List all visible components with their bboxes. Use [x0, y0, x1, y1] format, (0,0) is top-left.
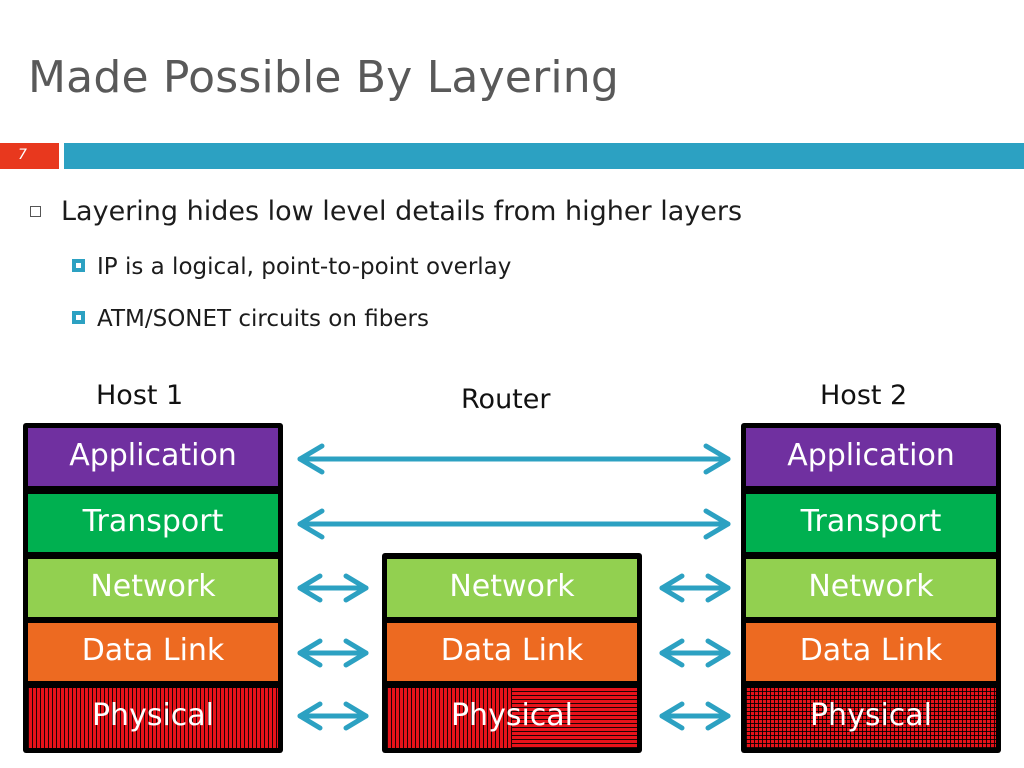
- host1-layer-physical-label: Physical: [91, 698, 215, 733]
- host2-layer-application: Application: [746, 428, 996, 486]
- host2-layer-transport-label: Transport: [800, 504, 942, 539]
- host1-layer-transport: Transport: [28, 494, 278, 552]
- arrow-application-host1-host2: [297, 443, 731, 475]
- router-label: Router: [461, 384, 551, 415]
- host1-layer-physical: Physical: [28, 688, 278, 748]
- arrow-datalink-host1-router: [297, 638, 369, 668]
- filled-square-bullet-icon: [72, 311, 85, 324]
- host1-layer-application: Application: [28, 428, 278, 486]
- host2-layer-datalink: Data Link: [746, 623, 996, 681]
- arrow-network-router-host2: [659, 573, 731, 603]
- slide-number: 7: [0, 143, 59, 169]
- host2-layer-network: Network: [746, 559, 996, 617]
- host2-layer-datalink-label: Data Link: [799, 633, 943, 668]
- arrow-network-host1-router: [297, 573, 369, 603]
- router-layer-network: Network: [387, 559, 637, 617]
- host1-layer-datalink: Data Link: [28, 623, 278, 681]
- router-layer-datalink: Data Link: [387, 623, 637, 681]
- host2-layer-application-label: Application: [787, 438, 955, 473]
- host1-layer-network-label: Network: [90, 569, 216, 604]
- host1-layer-transport-label: Transport: [82, 504, 224, 539]
- bullet-main: Layering hides low level details from hi…: [30, 196, 742, 227]
- router-layer-datalink-label: Data Link: [440, 633, 584, 668]
- host2-stack: Application Transport Network Data Link …: [741, 423, 1001, 753]
- host2-layer-physical-label: Physical: [809, 698, 933, 733]
- arrow-datalink-router-host2: [659, 638, 731, 668]
- router-layer-physical: Physical: [387, 688, 637, 748]
- bullet-sub-1-text: IP is a logical, point-to-point overlay: [97, 254, 512, 280]
- arrow-physical-host1-router: [297, 701, 369, 731]
- bullet-sub-2-text: ATM/SONET circuits on fibers: [97, 306, 429, 332]
- arrow-transport-host1-host2: [297, 508, 731, 540]
- host1-label: Host 1: [96, 380, 184, 411]
- host2-layer-physical: Physical: [746, 688, 996, 748]
- host1-layer-network: Network: [28, 559, 278, 617]
- router-stack: Network Data Link Physical: [382, 553, 642, 753]
- host2-layer-transport: Transport: [746, 494, 996, 552]
- host2-layer-network-label: Network: [808, 569, 934, 604]
- title-accent-bar: [64, 143, 1024, 169]
- arrow-physical-router-host2: [659, 701, 731, 731]
- router-layer-network-label: Network: [449, 569, 575, 604]
- hollow-square-bullet-icon: [30, 206, 41, 217]
- host1-layer-datalink-label: Data Link: [81, 633, 225, 668]
- router-layer-physical-label: Physical: [450, 698, 574, 733]
- bullet-main-text: Layering hides low level details from hi…: [61, 196, 743, 227]
- host1-stack: Application Transport Network Data Link …: [23, 423, 283, 753]
- router-physical-horizontal-hatch: [512, 688, 637, 748]
- slide-title: Made Possible By Layering: [28, 52, 620, 103]
- host2-physical-horizontal-hatch: [746, 688, 996, 748]
- bullet-sub-1: IP is a logical, point-to-point overlay: [72, 254, 511, 280]
- bullet-sub-2: ATM/SONET circuits on fibers: [72, 306, 429, 332]
- host2-label: Host 2: [820, 380, 908, 411]
- router-physical-vertical-hatch: [387, 688, 512, 748]
- filled-square-bullet-icon: [72, 259, 85, 272]
- host1-layer-application-label: Application: [69, 438, 237, 473]
